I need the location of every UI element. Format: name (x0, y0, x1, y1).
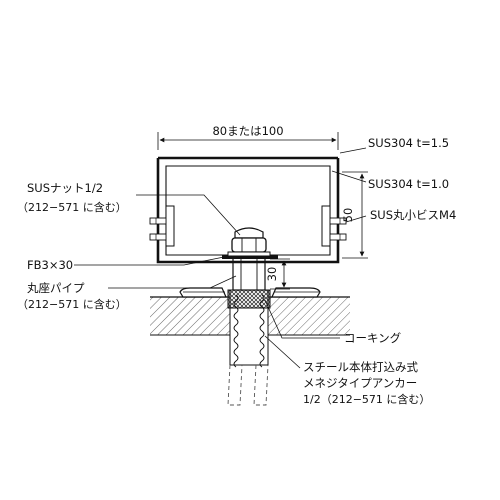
outer-channel-label: SUS304 t=1.5 (368, 136, 449, 150)
anchor-label-line2: メネジタイプアンカー (303, 376, 417, 390)
caulking-label: コーキング (344, 331, 402, 345)
leader-lines (74, 147, 367, 369)
base-plates (179, 287, 321, 298)
pipe-height-dimension (270, 258, 290, 290)
screw-icon (149, 217, 347, 241)
flat-bar (222, 255, 278, 259)
pipe-label-line2: （212−571 に含む） (17, 297, 127, 311)
left-bracket (165, 205, 175, 247)
width-dimension-label: 80または100 (212, 124, 283, 138)
anchor-label-line1: スチール本体打込み式 (303, 360, 418, 374)
inner-channel-label: SUS304 t=1.0 (368, 177, 449, 191)
pipe-height-dimension-label: 30 (265, 267, 279, 282)
nut-label-line1: SUSナット1/2 (27, 181, 103, 195)
caulking-block (227, 289, 271, 309)
screw-label: SUS丸小ビスM4 (370, 208, 456, 222)
nut-label-line2: （212−571 に含む） (17, 200, 127, 214)
height-dimension-label: 50 (341, 208, 355, 223)
height-dimension (342, 171, 368, 259)
outer-channel (156, 156, 340, 264)
anchor-label-line3: 1/2（212−571 に含む） (303, 392, 430, 406)
nut-icon (227, 227, 271, 257)
pipe-label-line1: 丸座パイプ (27, 281, 85, 295)
width-dimension (157, 132, 339, 150)
flat-bar-label: FB3×30 (27, 258, 73, 272)
right-bracket (321, 205, 331, 247)
